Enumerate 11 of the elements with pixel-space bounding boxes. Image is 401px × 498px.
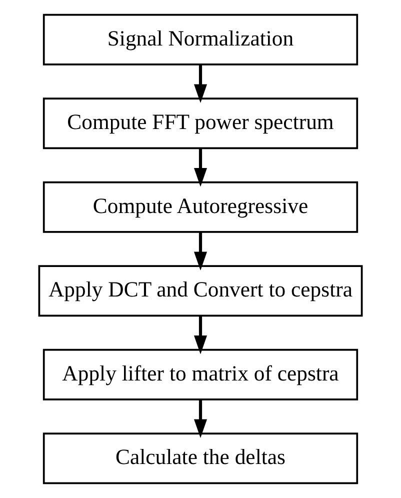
node-box: Compute FFT power spectrum: [42, 98, 358, 150]
arrow: [194, 148, 208, 187]
node-box: Signal Normalization: [42, 14, 358, 66]
node-box: Apply DCT and Convert to cepstra: [38, 265, 363, 317]
node-box: Compute Autoregressive: [42, 181, 358, 233]
arrow: [194, 316, 208, 354]
arrow: [194, 64, 208, 103]
arrow: [194, 232, 208, 270]
arrow: [194, 400, 208, 438]
node-box: Apply lifter to matrix of cepstra: [42, 348, 358, 400]
node-box: Calculate the deltas: [42, 432, 358, 484]
